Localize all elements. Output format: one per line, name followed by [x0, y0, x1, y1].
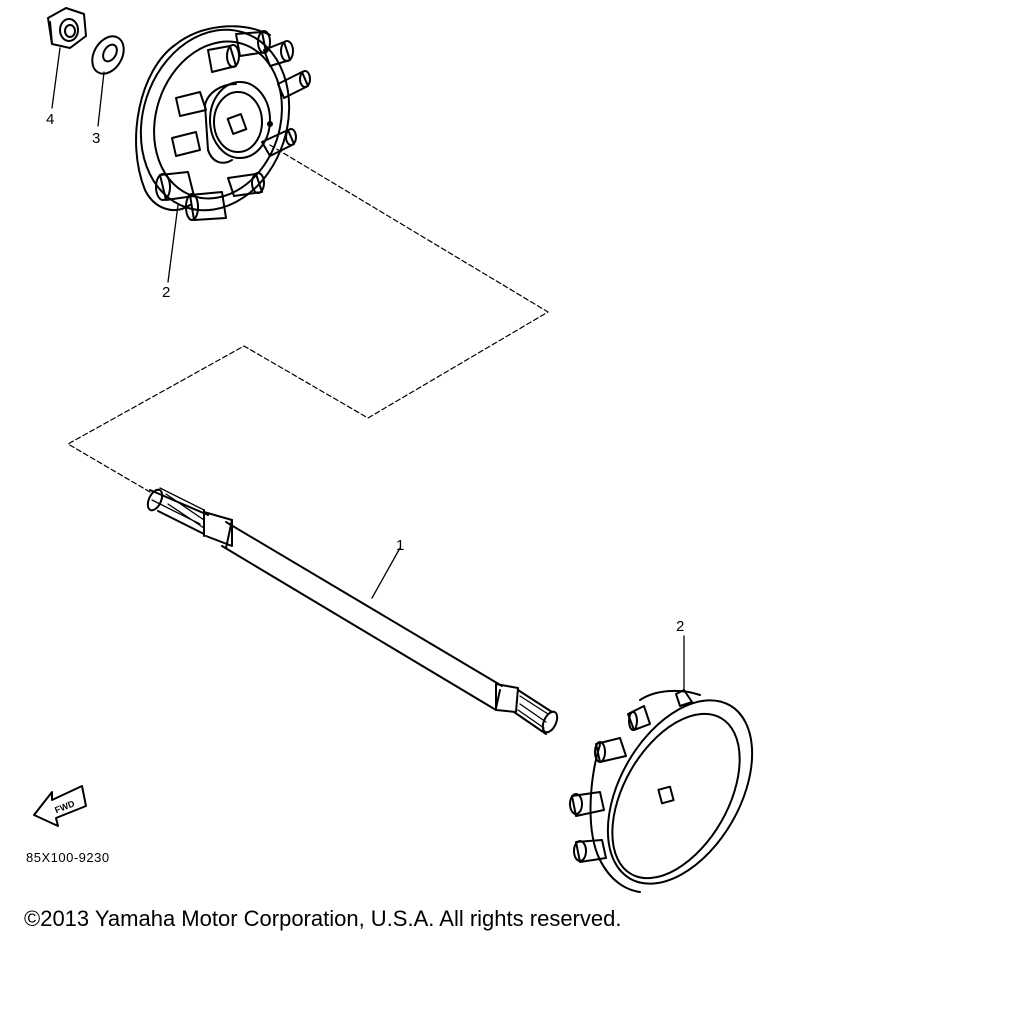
- drawing-code: 85X100-9230: [26, 850, 110, 865]
- callout-1: 1: [396, 537, 404, 554]
- callout-2-upper: 2: [162, 284, 170, 301]
- callout-3: 3: [92, 130, 100, 147]
- callout-4: 4: [46, 111, 54, 128]
- alignment-lines: [67, 144, 549, 493]
- fwd-arrow-icon: [33, 785, 87, 827]
- callout-2-lower: 2: [676, 618, 684, 635]
- leader-lines: [51, 47, 685, 693]
- drive-shaft-part: [146, 487, 559, 735]
- washer-part: [91, 35, 125, 75]
- upper-coupling-part: [135, 25, 311, 221]
- copyright-text: ©2013 Yamaha Motor Corporation, U.S.A. A…: [24, 906, 622, 931]
- fwd-label: FWD: [53, 798, 76, 815]
- lower-coupling-part: [569, 689, 754, 893]
- nut-part: [47, 7, 87, 49]
